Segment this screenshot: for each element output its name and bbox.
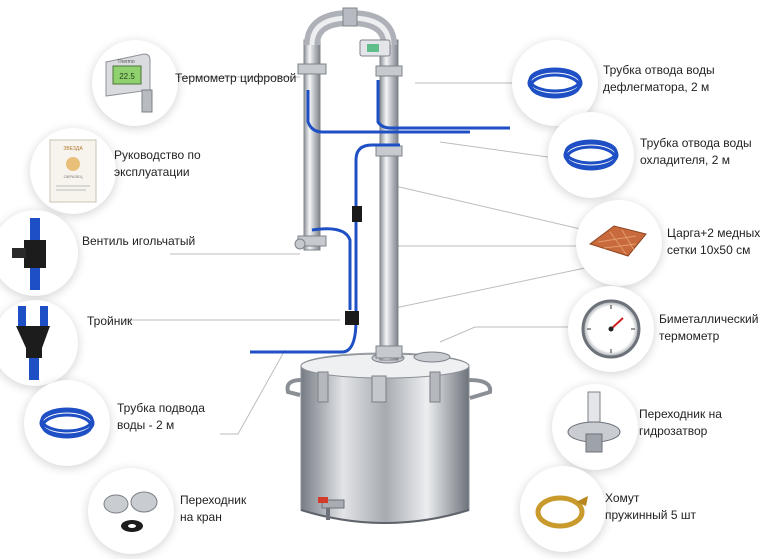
bimetal-thermometer-thumb bbox=[568, 286, 654, 372]
cooler-tube-thumb bbox=[548, 112, 634, 198]
hydro-adapter-thumb bbox=[552, 384, 638, 470]
svg-text:22.5: 22.5 bbox=[119, 72, 135, 81]
copper-mesh-thumb bbox=[576, 200, 662, 286]
needle-valve-thumb bbox=[0, 210, 78, 296]
svg-text:ОБРАЗЕЦ: ОБРАЗЕЦ bbox=[64, 174, 83, 179]
digital-thermometer-thumb: 22.5 Thermo bbox=[92, 40, 178, 126]
needle-valve-icon bbox=[12, 218, 46, 290]
coiled-tube-icon bbox=[39, 407, 95, 439]
label-needle-valve: Вентиль игольчатый bbox=[82, 234, 196, 248]
column bbox=[297, 7, 403, 361]
tee-thumb bbox=[0, 300, 78, 386]
hydro-adapter-icon bbox=[567, 391, 621, 453]
manual-thumb: ЗВЕЗДА ОБРАЗЕЦ bbox=[30, 128, 116, 214]
spring-clamp-icon bbox=[535, 495, 588, 529]
coiled-tube-icon bbox=[527, 67, 583, 99]
tee-fitting-icon bbox=[16, 306, 50, 380]
inlet-tube-thumb bbox=[24, 380, 110, 466]
manual-icon: ЗВЕЗДА ОБРАЗЕЦ bbox=[49, 139, 97, 203]
dial-thermometer-icon bbox=[581, 299, 641, 359]
tap-adapter-thumb bbox=[88, 468, 174, 554]
digital-thermometer-icon: 22.5 Thermo bbox=[105, 53, 153, 113]
label-thermometer-digital: Термометр цифровой bbox=[175, 71, 297, 85]
svg-text:ЗВЕЗДА: ЗВЕЗДА bbox=[63, 146, 83, 152]
coiled-tube-icon bbox=[563, 139, 619, 171]
label-tee: Тройник bbox=[87, 314, 133, 328]
svg-text:Thermo: Thermo bbox=[117, 59, 134, 65]
blue-tubes bbox=[250, 80, 510, 354]
valve-parts bbox=[294, 206, 362, 325]
leader-lines bbox=[125, 76, 586, 435]
copper-mesh-icon bbox=[588, 225, 647, 257]
boiler-pot bbox=[285, 351, 493, 524]
dephleg-tube-thumb bbox=[512, 40, 598, 126]
tap-adapter-icon bbox=[103, 491, 158, 532]
clamp-thumb bbox=[520, 466, 606, 552]
